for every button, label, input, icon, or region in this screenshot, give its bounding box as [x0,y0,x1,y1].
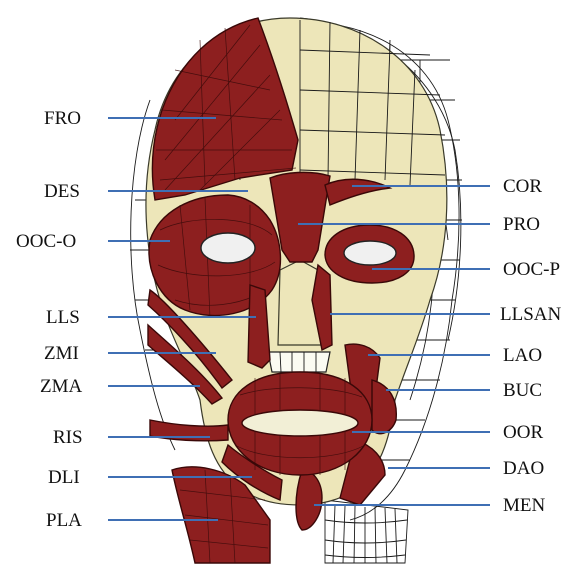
label-pro: PRO [503,214,540,235]
neck-wireframe [325,500,408,563]
label-cor: COR [503,176,542,197]
label-lao: LAO [503,345,542,366]
label-ris: RIS [53,427,83,448]
label-dao: DAO [503,458,544,479]
upper-teeth [268,352,330,372]
label-oor: OOR [503,422,543,443]
label-dli: DLI [48,467,80,488]
label-fro: FRO [44,108,81,129]
label-llsan: LLSAN [500,304,562,325]
label-ooc-o: OOC-O [16,231,76,252]
label-pla: PLA [46,510,82,531]
label-des: DES [44,181,80,202]
label-lls: LLS [46,307,80,328]
head-illustration [130,18,462,563]
label-zmi: ZMI [44,343,79,364]
label-buc: BUC [503,380,542,401]
label-men: MEN [503,495,546,516]
label-zma: ZMA [40,376,83,397]
lips-gap [242,410,358,436]
label-ooc-p: OOC-P [503,259,560,280]
